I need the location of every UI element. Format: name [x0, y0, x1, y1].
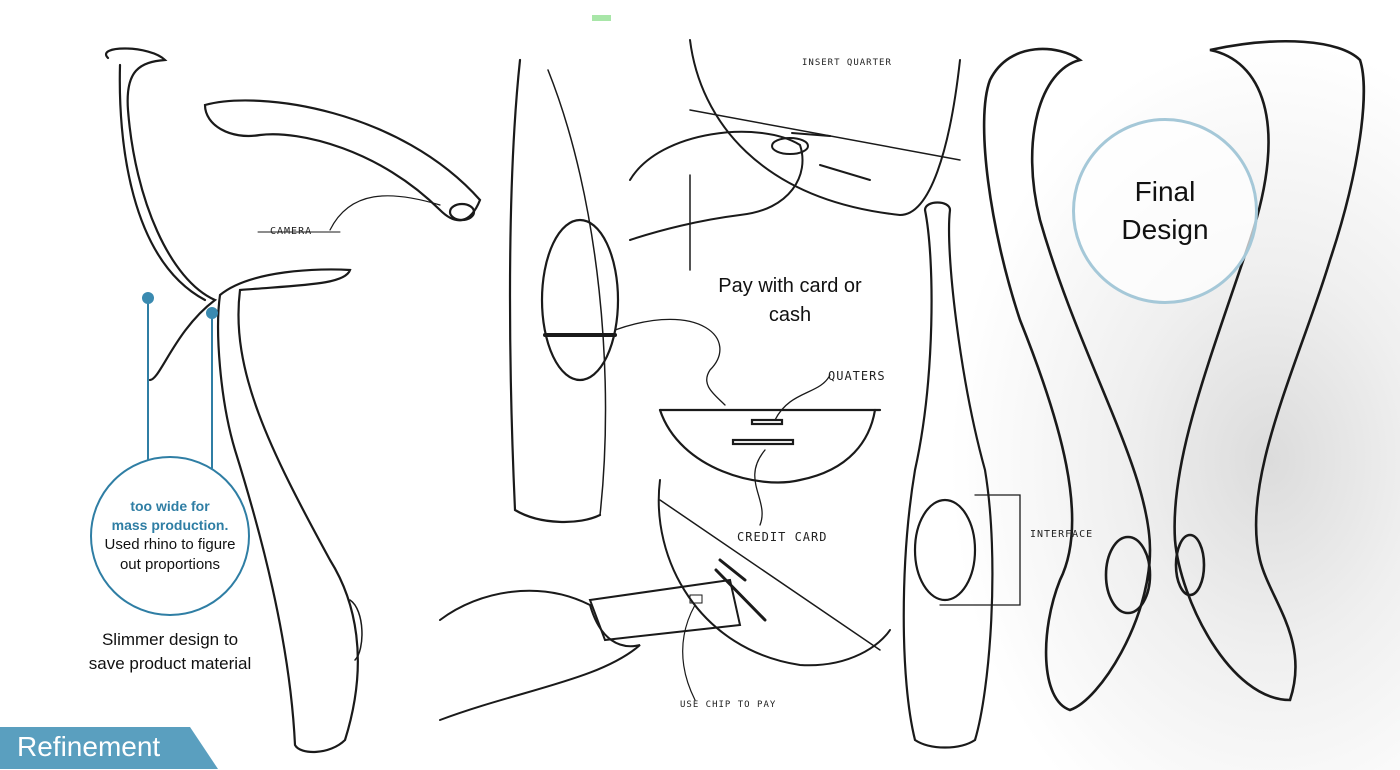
label-insert-quarter: INSERT QUARTER: [802, 58, 892, 68]
section-banner: Refinement: [0, 727, 218, 769]
label-use-chip: USE CHIP TO PAY: [680, 700, 777, 710]
final-design-badge: Final Design: [1072, 118, 1258, 304]
label-interface: INTERFACE: [1030, 529, 1094, 540]
slimmer-note: Slimmer design to save product material: [60, 628, 280, 676]
card-slot-detail: [439, 479, 891, 721]
kiosk-sketch-refinement: [104, 47, 482, 753]
coin-slot-detail: [629, 39, 961, 271]
pay-line: cash: [768, 304, 812, 326]
note-too-wide: too wide for mass production. Used rhino…: [90, 456, 250, 616]
label-credit-card: CREDIT CARD: [737, 530, 828, 544]
kiosk-sketch-final-slim: [902, 201, 1021, 749]
payment-panel-detail: [614, 318, 882, 526]
marker: [592, 15, 611, 21]
note-line: out proportions: [119, 556, 221, 573]
pay-note: Pay with card or cash: [690, 272, 890, 330]
note-line: Used rhino to figure: [104, 536, 236, 553]
slimmer-line: save product material: [88, 654, 252, 673]
note-bold-line: too wide for: [130, 498, 210, 514]
kiosk-sketch-column: [508, 58, 620, 523]
final-line: Final: [1134, 176, 1196, 207]
kiosk-sketch-final-pair: [982, 39, 1366, 712]
final-line: Design: [1121, 214, 1209, 245]
slimmer-line: Slimmer design to: [101, 630, 239, 649]
section-banner-label: Refinement: [17, 731, 161, 762]
pay-line: Pay with card or: [718, 275, 862, 297]
note-bold-line: mass production.: [111, 517, 229, 533]
label-camera: CAMERA: [270, 226, 313, 237]
label-quarters: QUATERS: [828, 369, 886, 383]
annotation-leaders: [142, 292, 218, 469]
